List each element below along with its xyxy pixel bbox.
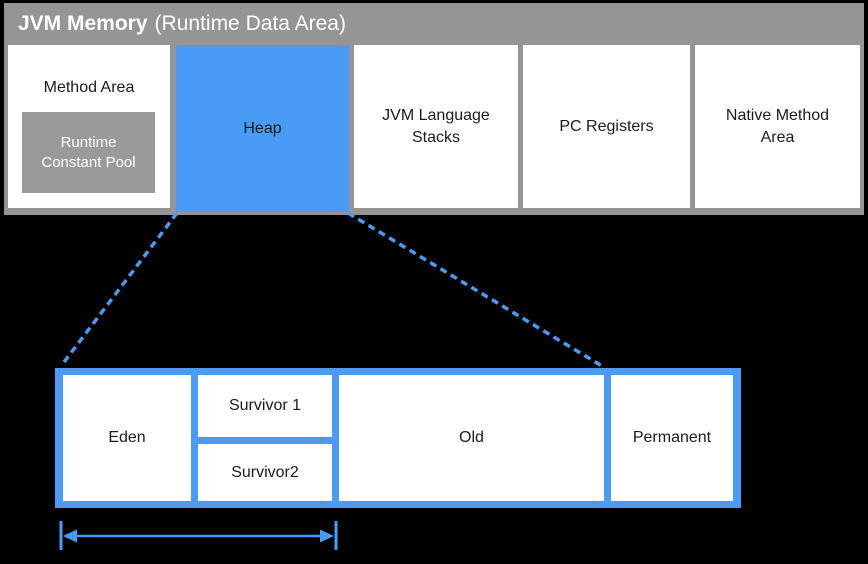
dashed-connector-left-icon bbox=[59, 211, 179, 368]
heap-detail-box: Eden Survivor 1 Survivor2 Old Permanent bbox=[55, 368, 741, 508]
diagram-title-main: JVM Memory bbox=[18, 12, 148, 35]
eden-cell: Eden bbox=[63, 375, 191, 501]
runtime-data-area-panel: JVM Memory (Runtime Data Area) Method Ar… bbox=[4, 3, 864, 215]
pc-registers-label: PC Registers bbox=[559, 117, 654, 135]
runtime-constant-pool-box: Runtime Constant Pool bbox=[22, 112, 155, 193]
method-area-box: Method Area Runtime Constant Pool bbox=[8, 45, 170, 208]
survivor1-cell: Survivor 1 bbox=[198, 375, 332, 437]
method-area-label: Method Area bbox=[43, 79, 135, 96]
survivor2-cell: Survivor2 bbox=[198, 444, 332, 501]
native-method-area-box: Native Method Area bbox=[695, 45, 860, 208]
heap-box: Heap bbox=[176, 45, 349, 212]
eden-label: Eden bbox=[108, 429, 146, 446]
jvm-language-stacks-box: JVM Language Stacks bbox=[354, 45, 518, 208]
heap-label: Heap bbox=[243, 119, 282, 137]
survivor1-label: Survivor 1 bbox=[228, 397, 302, 414]
diagram-title: JVM Memory (Runtime Data Area) bbox=[4, 3, 864, 45]
old-cell: Old bbox=[339, 375, 604, 501]
young-generation-measure-arrow-icon bbox=[59, 521, 338, 550]
survivor2-label: Survivor2 bbox=[231, 463, 299, 481]
runtime-constant-pool-label: Runtime Constant Pool bbox=[41, 134, 136, 171]
native-method-area-label: Native Method Area bbox=[725, 106, 830, 146]
pc-registers-box: PC Registers bbox=[523, 45, 690, 208]
permanent-label: Permanent bbox=[632, 429, 712, 446]
dashed-connector-right-icon bbox=[347, 211, 603, 368]
permanent-cell: Permanent bbox=[611, 375, 733, 501]
diagram-title-subtitle: (Runtime Data Area) bbox=[154, 12, 346, 35]
survivor-column: Survivor 1 Survivor2 bbox=[198, 375, 332, 501]
jvm-language-stacks-label: JVM Language Stacks bbox=[382, 106, 490, 146]
old-label: Old bbox=[459, 429, 484, 446]
